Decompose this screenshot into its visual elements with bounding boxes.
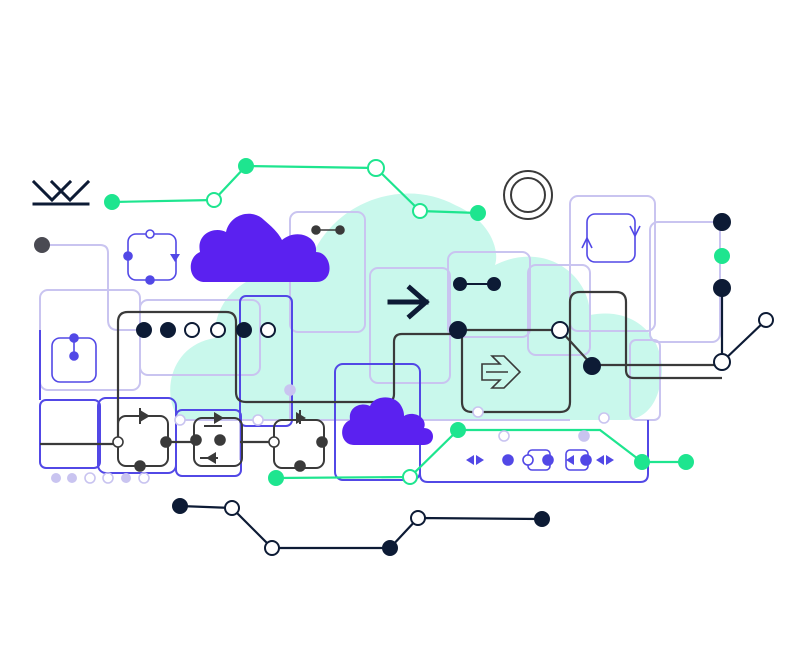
double-ring-target-icon <box>503 170 553 220</box>
navy-line-group <box>179 288 767 550</box>
lavender-dot-row <box>51 472 150 484</box>
bracket-chevron-logo-icon <box>31 179 91 206</box>
lavender-frame-group <box>39 195 721 460</box>
cycle-node-box <box>51 233 177 383</box>
refresh-cycle-icon <box>581 213 641 263</box>
direction-arrow-group <box>466 455 614 465</box>
direction-box-group <box>527 449 589 471</box>
navy-node-group <box>172 213 774 556</box>
switch-arrow-group <box>140 410 306 464</box>
status-dot-row <box>136 322 276 338</box>
arrow-right-icon <box>387 284 430 320</box>
cloud-icon <box>342 397 433 445</box>
cloud-icon <box>190 213 330 282</box>
outline-arrow-right-icon <box>481 355 522 389</box>
background-cloud-shape <box>170 193 662 420</box>
lavender-node-group <box>174 384 610 442</box>
triangle-marker-icon <box>170 254 180 262</box>
grey-node-group <box>34 225 345 472</box>
green-node-group <box>104 158 730 486</box>
violet-node-group <box>69 229 592 466</box>
